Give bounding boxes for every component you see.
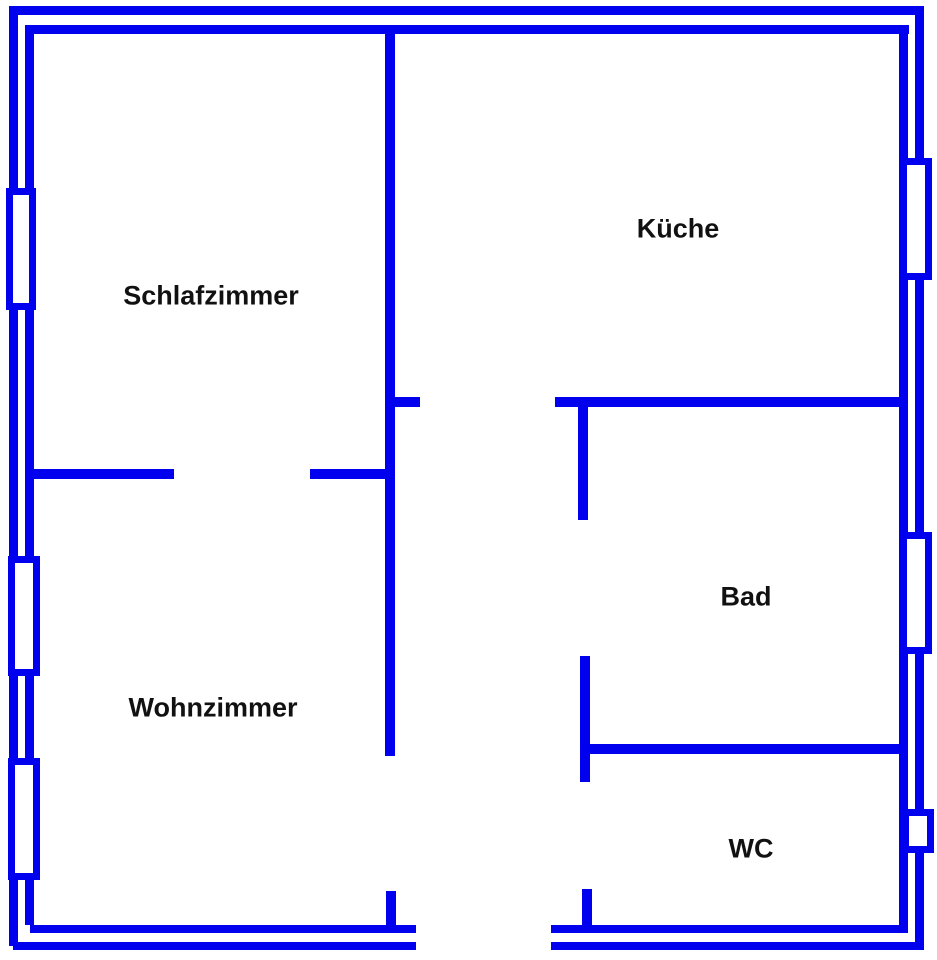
wall-bedroom-living-right (310, 469, 390, 479)
window-right-kitchen-icon (900, 158, 932, 280)
wall-inner-right (899, 25, 908, 928)
wall-inner-bottom-right (551, 925, 908, 933)
wall-center-left-stub-top (390, 397, 420, 407)
wall-outer-top (10, 6, 924, 15)
wall-bath-left-lower (580, 656, 590, 782)
window-right-wc-icon (902, 809, 934, 853)
room-label-bad: Bad (720, 581, 772, 612)
wall-inner-bottom-left (30, 925, 416, 933)
window-left-living-1-icon (8, 556, 40, 676)
wall-inner-top (25, 25, 909, 34)
wall-center-left-bottom-stub (386, 891, 396, 929)
wall-outer-bottom-right (551, 942, 924, 950)
windows-layer (6, 158, 934, 880)
wall-kitchen-bath (555, 397, 907, 407)
room-label-wc: WC (728, 833, 774, 864)
wall-inner-left (25, 25, 34, 925)
wall-outer-bottom-left (13, 942, 416, 950)
room-label-wohnzimmer: Wohnzimmer (128, 692, 298, 723)
room-label-schlafzimmer: Schlafzimmer (123, 280, 299, 311)
room-label-kueche: Küche (636, 213, 720, 244)
walls-layer (9, 6, 924, 950)
wall-bath-wc (590, 744, 908, 754)
window-right-bath-icon (900, 532, 932, 654)
wall-bath-left-upper (578, 402, 588, 520)
window-left-living-2-icon (8, 758, 40, 880)
wall-center-right-bottom-stub (582, 889, 592, 929)
wall-outer-left (9, 6, 18, 946)
wall-outer-right (915, 6, 924, 946)
wall-center-left-upper (385, 30, 395, 756)
wall-bedroom-living-left (30, 469, 174, 479)
window-left-bedroom-icon (6, 188, 36, 310)
